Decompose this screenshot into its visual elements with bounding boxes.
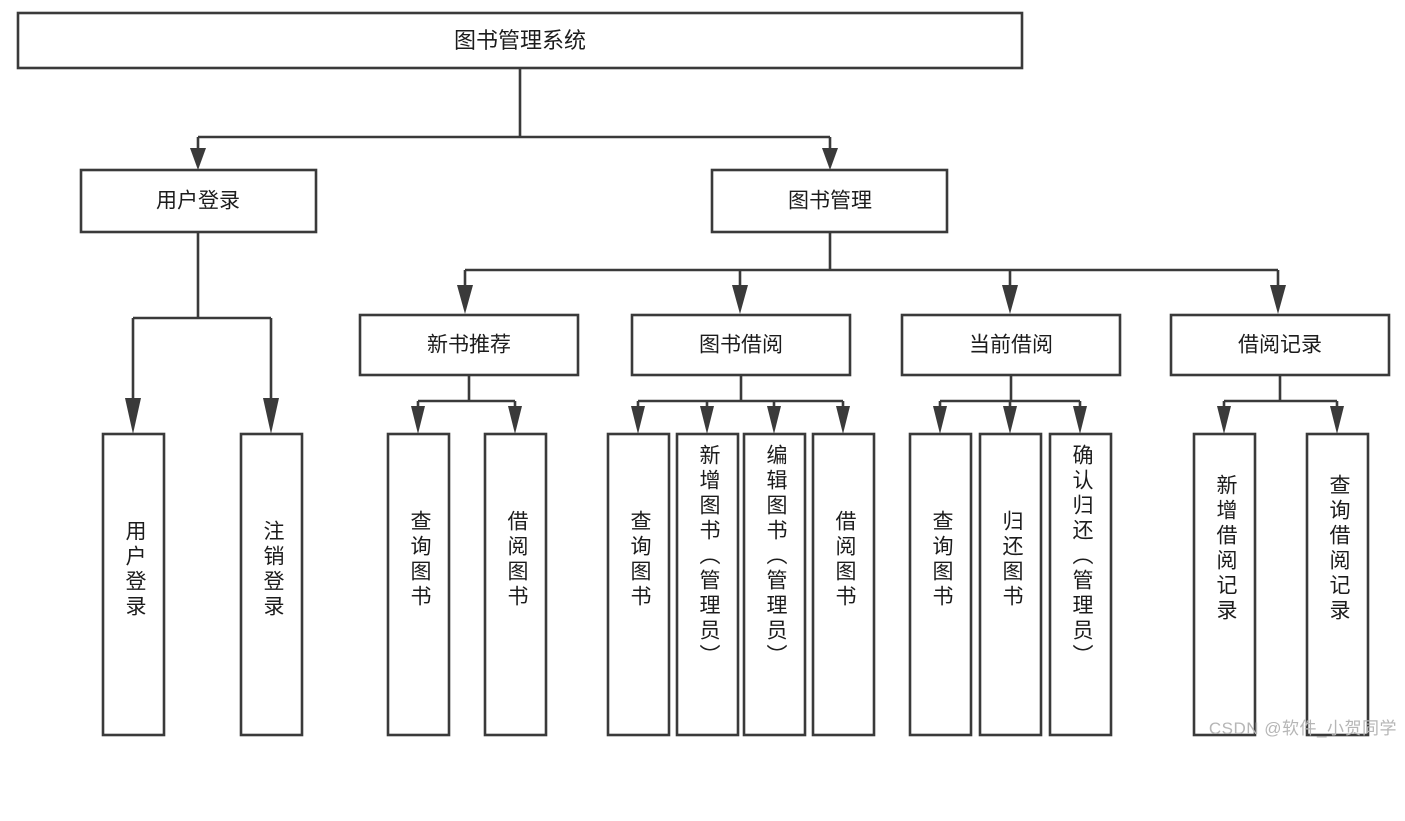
arrow-new-book-rec-leaf-2 <box>508 406 522 434</box>
arrow-user-login-leaf-1 <box>125 398 141 434</box>
leaf-box-add-record[interactable] <box>1192 432 1257 737</box>
diagram-canvas: 图书管理系统 用户登录 图书管理 新书推荐 图书借阅 当前借阅 借阅记录 <box>16 11 1397 738</box>
arrow-new-book-rec-leaf-1 <box>411 406 425 434</box>
arrow-book-borrow-leaf-4 <box>836 406 850 434</box>
arrow-book-borrow-leaf-1 <box>631 406 645 434</box>
node-current-borrow-label: 当前借阅 <box>969 334 1053 357</box>
arrow-current-borrow-leaf-3 <box>1073 406 1087 434</box>
arrow-book-borrow-leaf-3 <box>767 406 781 434</box>
flowchart-svg: 图书管理系统 用户登录 图书管理 新书推荐 图书借阅 当前借阅 借阅记录 <box>16 11 1391 737</box>
leaf-box-user-logout[interactable] <box>239 432 304 737</box>
leaf-box-user-login[interactable] <box>101 432 166 737</box>
node-current-borrow[interactable]: 当前借阅 <box>900 313 1122 377</box>
node-user-login-box[interactable] <box>79 168 318 234</box>
node-root-box[interactable] <box>16 11 1024 70</box>
node-borrow-record[interactable]: 借阅记录 <box>1169 313 1391 377</box>
arrow-to-borrow-record <box>1270 285 1286 314</box>
node-book-manage[interactable]: 图书管理 <box>710 168 949 234</box>
node-book-borrow[interactable]: 图书借阅 <box>630 313 852 377</box>
node-new-book-rec[interactable]: 新书推荐 <box>358 313 580 377</box>
arrow-borrow-record-leaf-2 <box>1330 406 1344 434</box>
leaf-box-add-book[interactable] <box>675 432 740 737</box>
arrow-to-new-book-rec <box>457 285 473 314</box>
node-borrow-record-box[interactable] <box>1169 313 1391 377</box>
leaf-box-query-record[interactable] <box>1305 432 1370 737</box>
leaf-box-return-book[interactable] <box>978 432 1043 737</box>
node-user-login-label: 用户登录 <box>156 190 240 213</box>
csdn-watermark: CSDN @软件_小贺同学 <box>1208 719 1397 738</box>
node-book-manage-label: 图书管理 <box>788 190 872 213</box>
node-new-book-rec-label: 新书推荐 <box>427 334 511 357</box>
node-borrow-record-label: 借阅记录 <box>1238 334 1322 357</box>
node-book-borrow-label: 图书借阅 <box>699 334 783 357</box>
leaf-box-edit-book[interactable] <box>742 432 807 737</box>
arrow-borrow-record-leaf-1 <box>1217 406 1231 434</box>
leaf-box-confirm-return[interactable] <box>1048 432 1113 737</box>
edges-layer <box>125 68 1344 434</box>
node-root[interactable]: 图书管理系统 <box>16 11 1024 70</box>
arrow-current-borrow-leaf-2 <box>1003 406 1017 434</box>
arrow-to-book-borrow <box>732 285 748 314</box>
arrow-current-borrow-leaf-1 <box>933 406 947 434</box>
node-book-manage-box[interactable] <box>710 168 949 234</box>
node-new-book-rec-box[interactable] <box>358 313 580 377</box>
leaf-box-borrow-book-2[interactable] <box>811 432 876 737</box>
leaf-box-query-book-3[interactable] <box>908 432 973 737</box>
leaf-box-query-book-1[interactable] <box>386 432 451 737</box>
node-root-label: 图书管理系统 <box>454 28 586 53</box>
node-book-borrow-box[interactable] <box>630 313 852 377</box>
arrow-root-to-user-login <box>190 148 206 170</box>
leaf-box-query-book-2[interactable] <box>606 432 671 737</box>
arrow-user-login-leaf-2 <box>263 398 279 434</box>
node-current-borrow-box[interactable] <box>900 313 1122 377</box>
node-user-login[interactable]: 用户登录 <box>79 168 318 234</box>
arrow-book-borrow-leaf-2 <box>700 406 714 434</box>
arrow-root-to-book-manage <box>822 148 838 170</box>
arrow-to-current-borrow <box>1002 285 1018 314</box>
leaf-box-borrow-book-1[interactable] <box>483 432 548 737</box>
leaf-boxes-layer <box>101 432 1370 737</box>
